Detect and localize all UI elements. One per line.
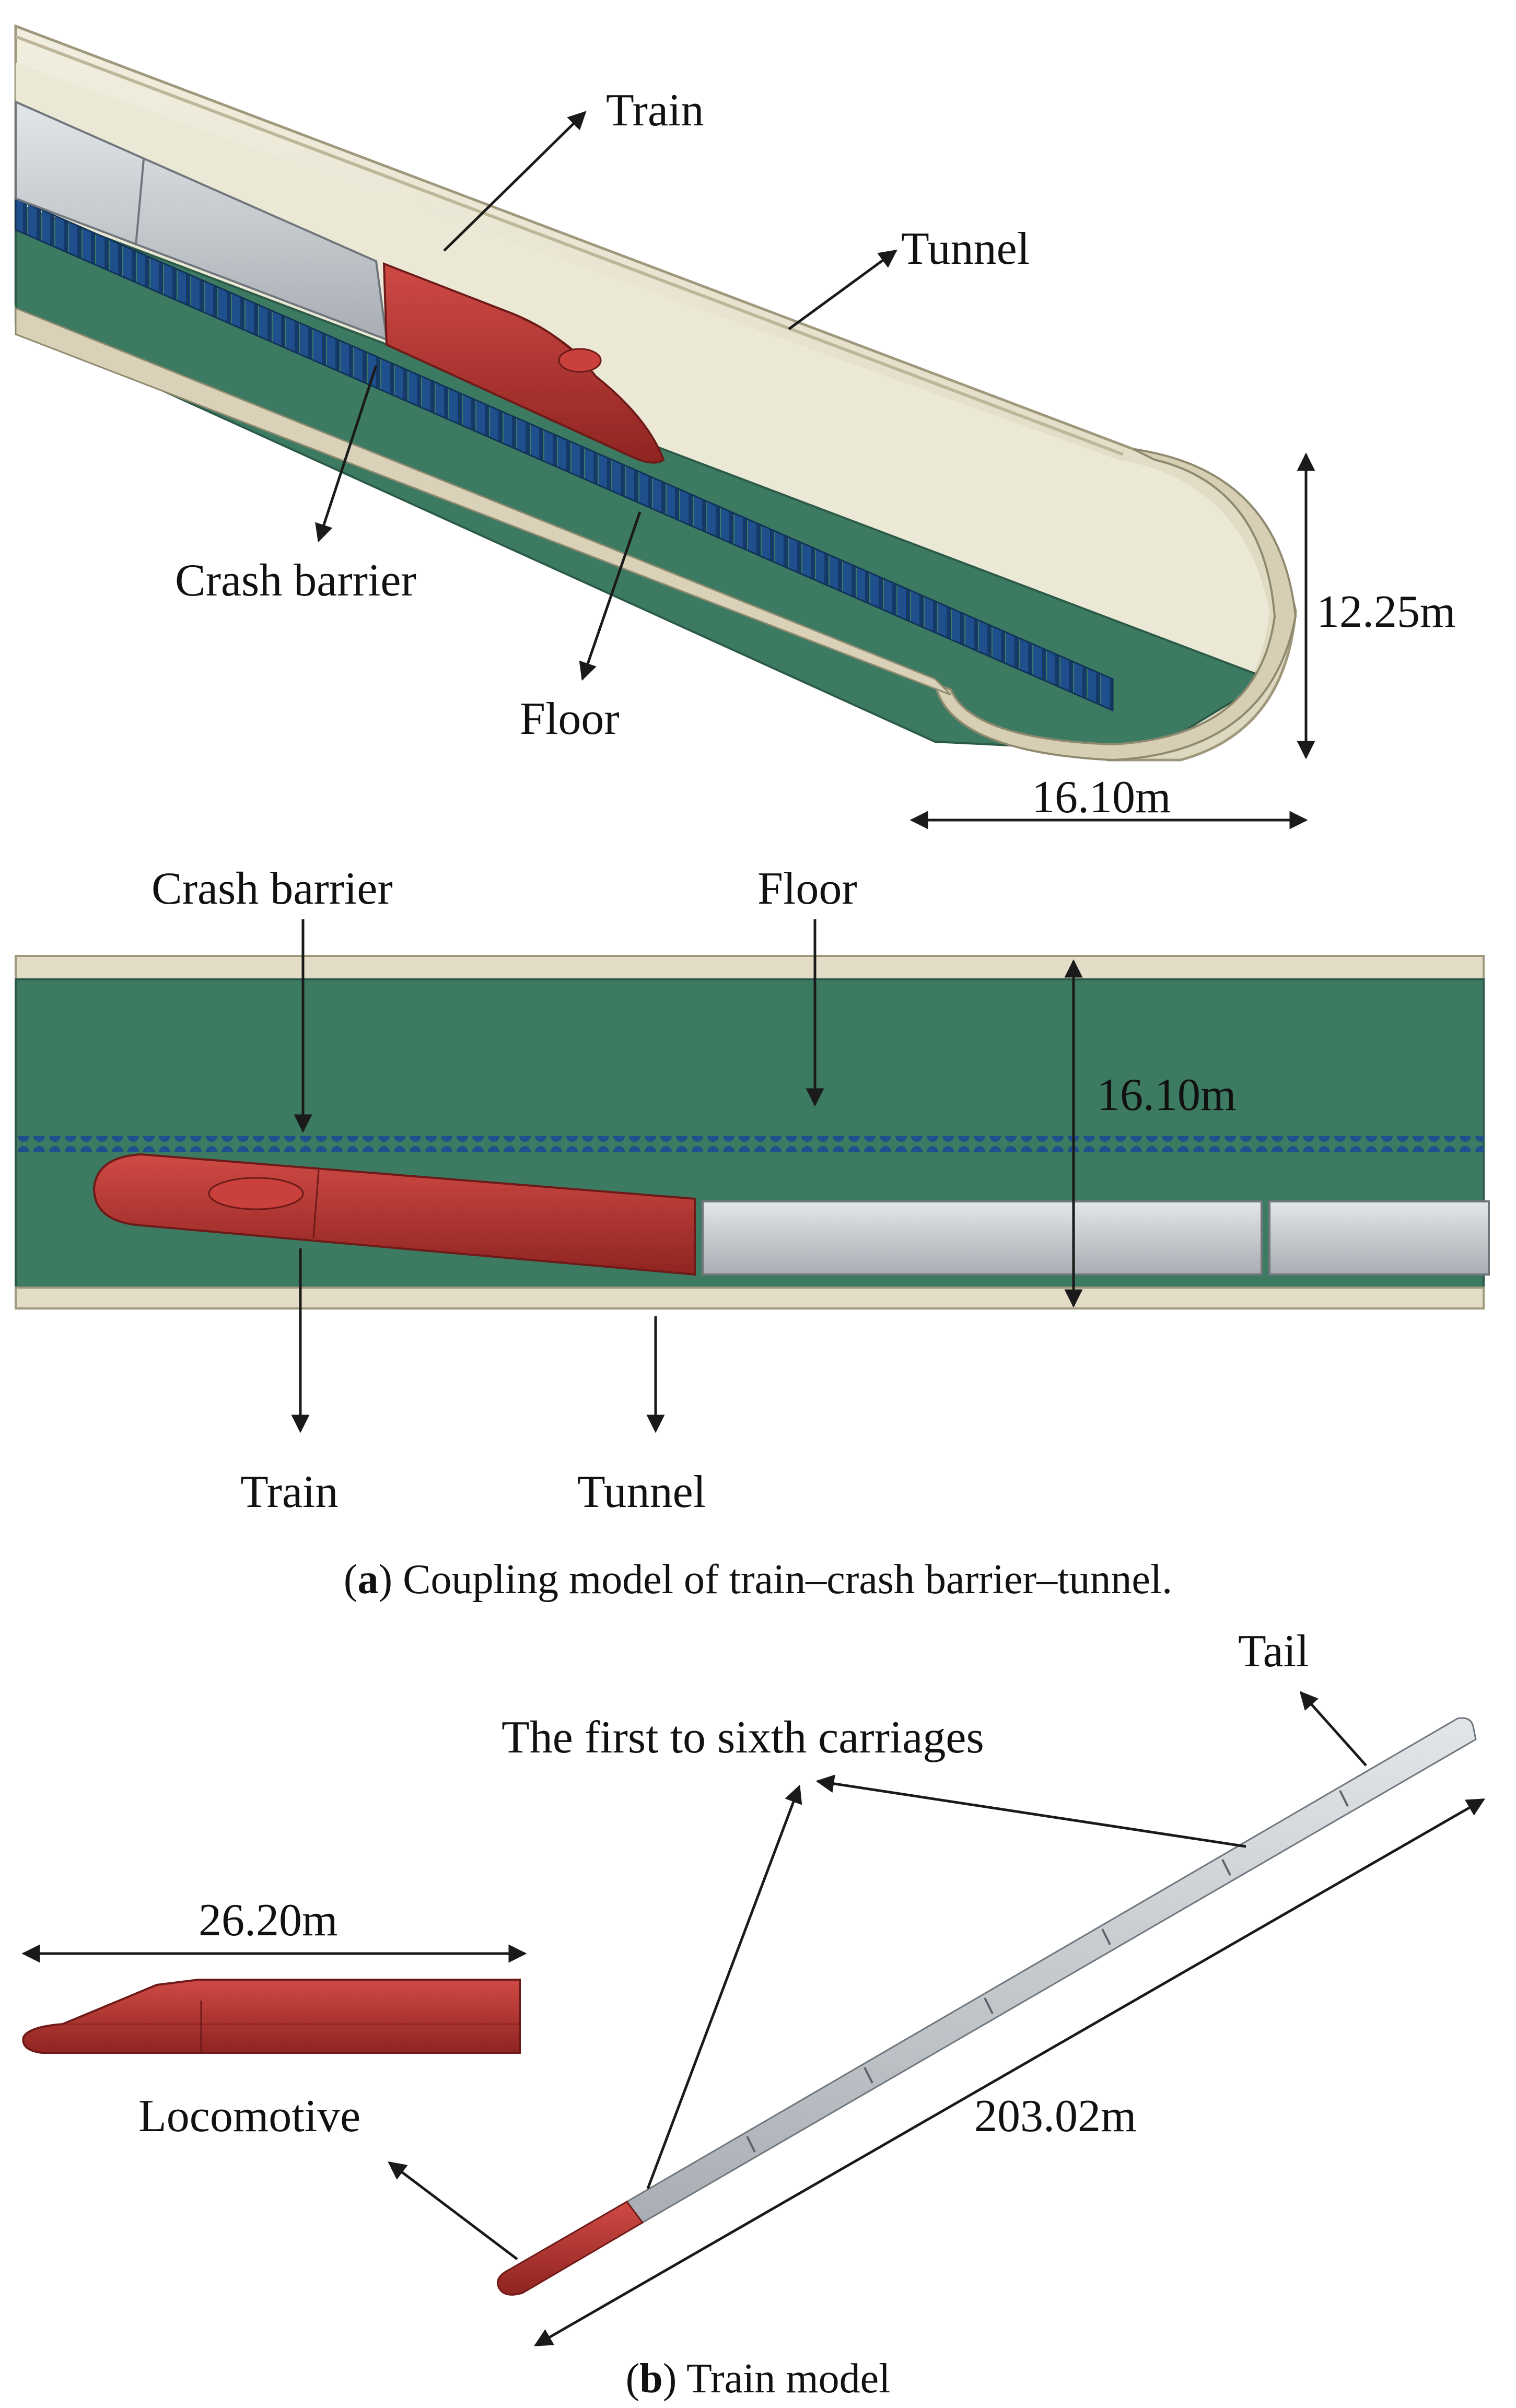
label-tunnel: Tunnel [901, 224, 1030, 274]
panel-a-labels: Train Tunnel Crash barrier Floor 12.25m … [175, 85, 1455, 829]
panel-a-3d-view [14, 24, 1297, 762]
panel-b-train-model [22, 1717, 1477, 2296]
caption-a-text: Coupling model of train–crash barrier–tu… [392, 1557, 1172, 1603]
caption-a-letter: a [358, 1557, 379, 1603]
label-train: Train [606, 85, 704, 136]
train-carriages-diagonal [625, 1717, 1477, 2224]
label-locomotive-length: 26.20m [199, 1895, 337, 1946]
caption-b-letter: b [639, 2356, 663, 2402]
tunnel-end-ring [934, 448, 1297, 762]
label-crash-barrier: Crash barrier [175, 555, 416, 606]
plan-label-tunnel: Tunnel [577, 1467, 706, 1517]
panel-b-labels: Tail The first to sixth carriages 26.20m… [21, 1626, 1486, 2347]
crash-barrier-3d [15, 197, 1114, 712]
label-width: 16.10m [1032, 772, 1171, 823]
locomotive-diagonal [497, 2201, 644, 2296]
label-locomotive: Locomotive [138, 2091, 360, 2142]
plan-label-width: 16.10m [1097, 1070, 1236, 1120]
panel-a-plan-view [15, 955, 1490, 1310]
label-tail: Tail [1238, 1626, 1309, 1677]
plan-label-floor: Floor [757, 863, 857, 914]
label-carriages: The first to sixth carriages [502, 1712, 984, 1763]
caption-b: (b) Train model [626, 2356, 891, 2402]
carriage-plan [1268, 1200, 1490, 1276]
locomotive-side [22, 1979, 521, 2054]
plan-label-train: Train [240, 1467, 338, 1517]
caption-a: (a) Coupling model of train–crash barrie… [344, 1557, 1172, 1603]
label-height: 12.25m [1316, 587, 1455, 637]
plan-label-crash-barrier: Crash barrier [151, 863, 393, 914]
carriage-plan [702, 1200, 1263, 1276]
tunnel-wall-bottom [15, 1287, 1485, 1310]
label-floor: Floor [520, 694, 620, 744]
tunnel-wall-top [15, 955, 1485, 980]
label-train-length: 203.02m [974, 2091, 1136, 2142]
caption-b-text: Train model [677, 2356, 890, 2402]
panel-a-plan-labels: Crash barrier Floor 16.10m Train Tunnel [151, 863, 1236, 1517]
crash-barrier-plan [16, 1136, 1484, 1152]
